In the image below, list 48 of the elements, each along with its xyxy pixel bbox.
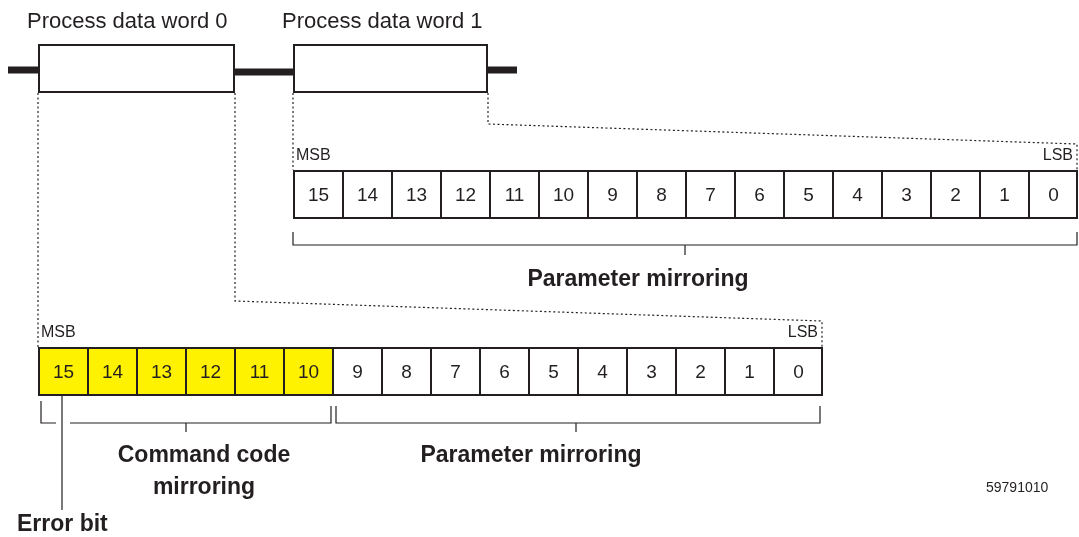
word-heading: Process data word 1 bbox=[282, 8, 483, 34]
projection-line bbox=[234, 92, 823, 348]
msb-label: MSB bbox=[296, 146, 331, 164]
leader-line bbox=[61, 395, 63, 511]
bit-cell: 2 bbox=[930, 170, 979, 219]
bit-cell: 3 bbox=[626, 347, 675, 396]
bit-cell: 9 bbox=[332, 347, 381, 396]
lsb-label: LSB bbox=[786, 323, 818, 341]
bracket-label: Parameter mirroring bbox=[526, 264, 750, 293]
bit-cell: 6 bbox=[479, 347, 528, 396]
bit-cell: 10 bbox=[538, 170, 587, 219]
bit-cell: 1 bbox=[724, 347, 773, 396]
bracket-label: Parameter mirroring bbox=[419, 440, 643, 469]
bit-cell: 0 bbox=[1028, 170, 1077, 219]
projection-line bbox=[487, 92, 1078, 171]
bit-cell: 15 bbox=[38, 347, 87, 396]
bit-cell: 5 bbox=[783, 170, 832, 219]
bit-cell: 12 bbox=[440, 170, 489, 219]
bit-cell: 8 bbox=[636, 170, 685, 219]
bit-cell: 13 bbox=[391, 170, 440, 219]
projection-line bbox=[37, 92, 39, 348]
bit-cell: 5 bbox=[528, 347, 577, 396]
bit-cell: 7 bbox=[685, 170, 734, 219]
figure-number: 59791010 bbox=[986, 479, 1049, 495]
bit-cell: 14 bbox=[87, 347, 136, 396]
bit-cell: 4 bbox=[577, 347, 626, 396]
lsb-label: LSB bbox=[1041, 146, 1073, 164]
bit-cell: 2 bbox=[675, 347, 724, 396]
bit-cell: 4 bbox=[832, 170, 881, 219]
bracket-label: Command code mirroring bbox=[116, 440, 292, 501]
callout-label: Error bit bbox=[17, 510, 108, 537]
word-heading: Process data word 0 bbox=[27, 8, 228, 34]
bit-cell: 7 bbox=[430, 347, 479, 396]
bit-cell: 1 bbox=[979, 170, 1028, 219]
bit-cell: 15 bbox=[293, 170, 342, 219]
bus-line bbox=[235, 68, 293, 76]
bit-cell: 8 bbox=[381, 347, 430, 396]
bit-cell: 9 bbox=[587, 170, 636, 219]
bit-cell: 13 bbox=[136, 347, 185, 396]
bit-cell: 10 bbox=[283, 347, 332, 396]
msb-label: MSB bbox=[41, 323, 76, 341]
bit-cell: 0 bbox=[773, 347, 822, 396]
bit-cell: 6 bbox=[734, 170, 783, 219]
bit-cell: 11 bbox=[489, 170, 538, 219]
bit-cell: 3 bbox=[881, 170, 930, 219]
bit-cell: 11 bbox=[234, 347, 283, 396]
bit-cell: 12 bbox=[185, 347, 234, 396]
bit-cell: 14 bbox=[342, 170, 391, 219]
